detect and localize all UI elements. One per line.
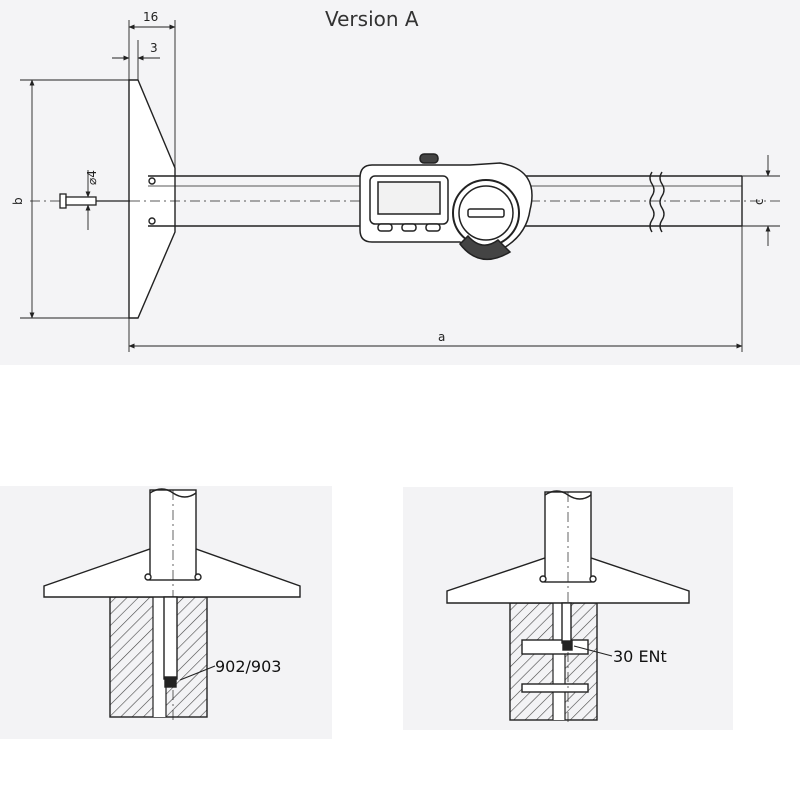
version-title: Version A xyxy=(325,7,419,31)
depth-gauge-base xyxy=(128,79,176,319)
digital-display-housing xyxy=(359,153,533,261)
measuring-rod-pin xyxy=(59,193,130,209)
right-application-sketch xyxy=(446,490,690,722)
part-number-30-ent: 30 ENt xyxy=(613,647,667,666)
dimension-a: a xyxy=(438,330,445,344)
dimension-lines xyxy=(20,20,780,352)
dimension-3: 3 xyxy=(150,41,158,55)
dimension-16: 16 xyxy=(143,10,158,24)
left-application-sketch xyxy=(43,488,301,720)
dimension-b: b xyxy=(11,197,25,205)
dimension-c: c xyxy=(752,198,766,205)
dial-knurl xyxy=(459,234,512,261)
display-buttons xyxy=(377,223,441,232)
part-number-902-903: 902/903 xyxy=(215,657,281,676)
dimension-phi4: ⌀4 xyxy=(85,170,99,185)
